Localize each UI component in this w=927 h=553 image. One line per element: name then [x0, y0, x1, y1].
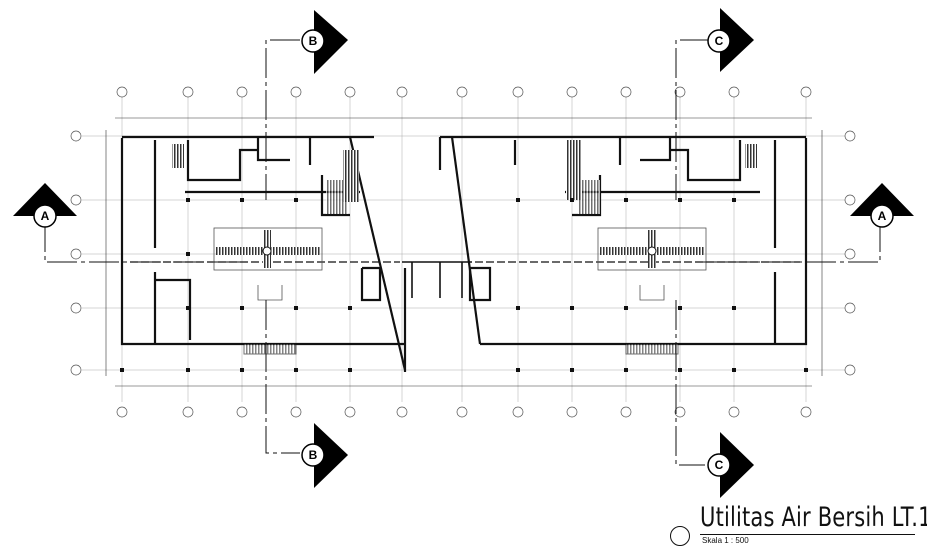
section-marker-c-bottom: C [707, 432, 754, 498]
section-marker-b-top: B [301, 10, 348, 74]
title-underline [700, 534, 915, 535]
right-core [597, 227, 707, 301]
section-marker-c-top-label: C [715, 34, 724, 48]
section-marker-a-right-label: A [878, 209, 887, 223]
right-building-walls [438, 135, 808, 346]
columns [120, 198, 808, 372]
section-marker-b-top-label: B [309, 34, 318, 48]
section-marker-c-top: C [707, 8, 754, 72]
grid-bubbles [70, 86, 856, 418]
section-marker-b-bottom-label: B [309, 448, 318, 462]
section-cut-lines [44, 39, 881, 466]
drawing-scale: Skala 1 : 500 [702, 536, 749, 545]
section-marker-a-right: A [850, 183, 914, 228]
grid-lines [82, 92, 845, 402]
title-circle-icon [670, 526, 690, 546]
section-marker-a-left-label: A [41, 209, 50, 223]
stairs [172, 140, 757, 214]
left-building-walls [120, 135, 407, 372]
entrances [243, 343, 679, 355]
dimension-lines [105, 117, 823, 387]
title-block: Utilitas Air Bersih LT.1 Skala 1 : 500 [670, 500, 927, 550]
corridor-elements [402, 261, 472, 298]
section-marker-c-bottom-label: C [715, 458, 724, 472]
drawing-title: Utilitas Air Bersih LT.1 [700, 502, 927, 533]
section-marker-a-left: A [13, 183, 77, 228]
section-marker-b-bottom: B [301, 423, 348, 488]
left-core [213, 227, 323, 301]
